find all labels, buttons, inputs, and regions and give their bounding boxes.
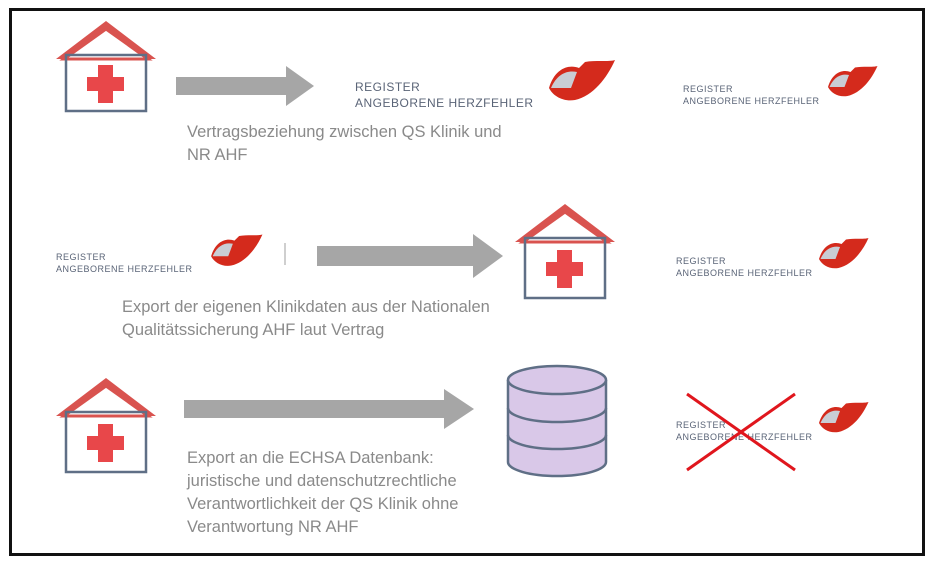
logo-line2: ANGEBORENE HERZFEHLER: [683, 96, 820, 106]
separator-bar: [284, 243, 286, 265]
logo-line1: REGISTER: [676, 256, 727, 266]
logo-line2: ANGEBORENE HERZFEHLER: [56, 264, 193, 274]
database-icon: [506, 364, 608, 478]
diagram-frame: [9, 8, 925, 556]
heart-logo-icon: [828, 66, 878, 97]
arrow-right: [176, 66, 314, 106]
register-logo: REGISTER ANGEBORENE HERZFEHLER: [355, 60, 625, 120]
arrow-right: [317, 234, 503, 278]
logo-line1: REGISTER: [676, 420, 727, 430]
logo-line1: REGISTER: [355, 80, 421, 94]
hospital-icon: [56, 378, 156, 474]
logo-line2: ANGEBORENE HERZFEHLER: [355, 96, 534, 110]
hospital-icon: [56, 21, 156, 113]
logo-line1: REGISTER: [56, 252, 107, 262]
heart-logo-icon: [819, 238, 869, 269]
arrow-right: [184, 389, 474, 429]
heart-logo-icon: [211, 234, 263, 266]
logo-line1: REGISTER: [683, 84, 734, 94]
logo-line2: ANGEBORENE HERZFEHLER: [676, 432, 813, 442]
hospital-icon: [515, 204, 615, 300]
register-logo: REGISTER ANGEBORENE HERZFEHLER: [56, 234, 276, 284]
register-logo: REGISTER ANGEBORENE HERZFEHLER: [676, 402, 876, 452]
cross-out-mark: [686, 392, 796, 472]
row2-caption: Export der eigenen Klinikdaten aus der N…: [122, 298, 490, 339]
row1-caption: Vertragsbeziehung zwischen QS Klinik und…: [187, 123, 502, 164]
heart-logo-icon: [819, 402, 869, 433]
register-logo: REGISTER ANGEBORENE HERZFEHLER: [683, 66, 883, 116]
logo-line2: ANGEBORENE HERZFEHLER: [676, 268, 813, 278]
register-logo: REGISTER ANGEBORENE HERZFEHLER: [676, 238, 876, 288]
row3-caption: Export an die ECHSA Datenbank: juristisc…: [187, 449, 459, 536]
heart-logo-icon: [549, 60, 615, 101]
